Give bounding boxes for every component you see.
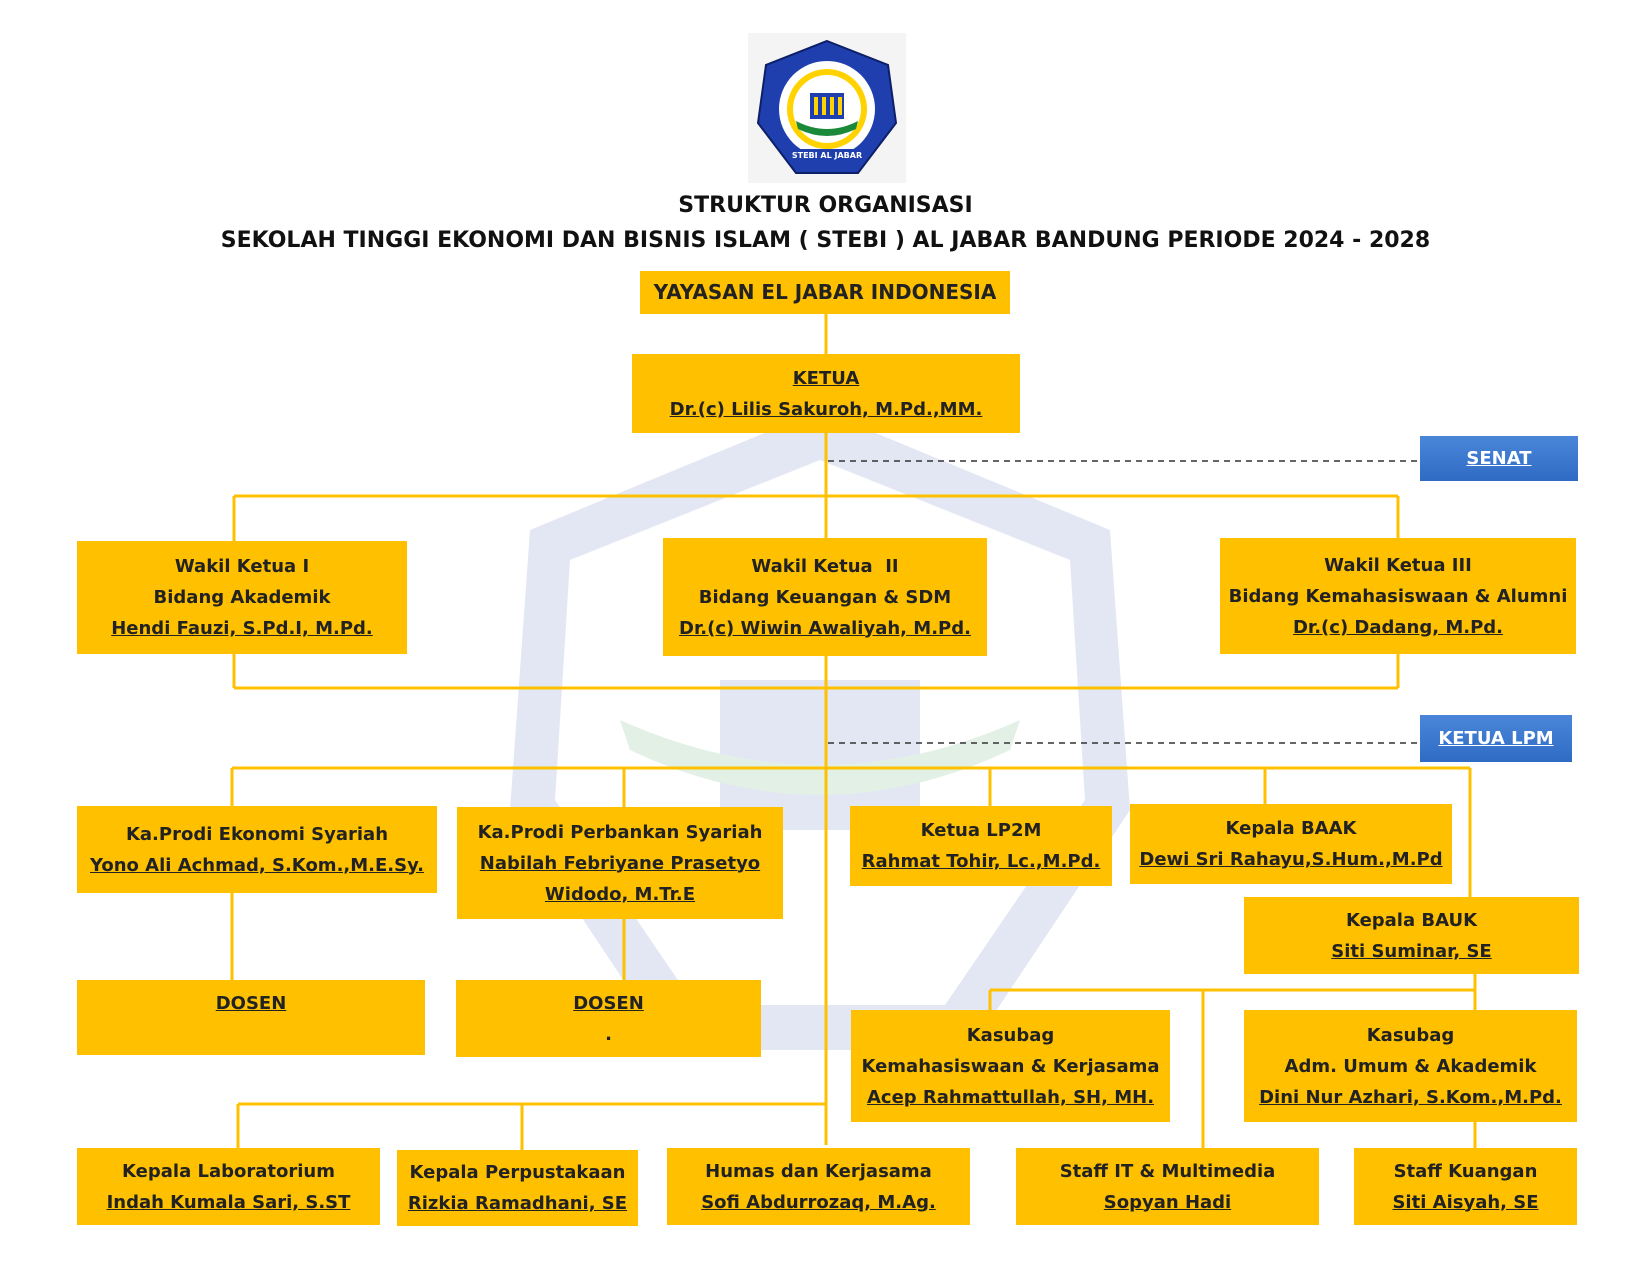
node-kepala-laboratorium: Kepala Laboratorium Indah Kumala Sari, S… xyxy=(77,1148,380,1225)
node-yayasan: YAYASAN EL JABAR INDONESIA xyxy=(640,271,1010,314)
staff-it-name: Sopyan Hadi xyxy=(1103,1191,1232,1213)
wk3-field: Bidang Kemahasiswaan & Alumni xyxy=(1228,585,1568,607)
prodi-es-name: Yono Ali Achmad, S.Kom.,M.E.Sy. xyxy=(89,854,425,876)
bauk-role: Kepala BAUK xyxy=(1345,909,1478,931)
kasubag1-role: Kasubag xyxy=(966,1024,1055,1046)
kasubag2-name: Dini Nur Azhari, S.Kom.,M.Pd. xyxy=(1259,1086,1562,1108)
bauk-name: Siti Suminar, SE xyxy=(1331,940,1492,962)
node-wakil-ketua-1: Wakil Ketua I Bidang Akademik Hendi Fauz… xyxy=(77,541,407,654)
staff-keu-role: Staff Kuangan xyxy=(1393,1160,1538,1182)
node-ketua-lp2m: Ketua LP2M Rahmat Tohir, Lc.,M.Pd. xyxy=(850,806,1112,886)
node-kasubag-adm-umum: Kasubag Adm. Umum & Akademik Dini Nur Az… xyxy=(1244,1010,1577,1122)
node-kepala-bauk: Kepala BAUK Siti Suminar, SE xyxy=(1244,897,1579,974)
wk2-name: Dr.(c) Wiwin Awaliyah, M.Pd. xyxy=(679,617,971,639)
node-dosen-1: DOSEN xyxy=(77,980,425,1055)
baak-role: Kepala BAAK xyxy=(1225,818,1357,839)
kasubag1-name: Acep Rahmattullah, SH, MH. xyxy=(866,1086,1155,1108)
node-humas: Humas dan Kerjasama Sofi Abdurrozaq, M.A… xyxy=(667,1148,970,1225)
kasubag2-role: Kasubag xyxy=(1366,1024,1455,1046)
prodi-ps-name-1: Nabilah Febriyane Prasetyo xyxy=(479,852,761,874)
ketua-role: KETUA xyxy=(792,367,860,389)
node-wakil-ketua-3: Wakil Ketua III Bidang Kemahasiswaan & A… xyxy=(1220,538,1576,654)
kasubag1-field: Kemahasiswaan & Kerjasama xyxy=(861,1055,1160,1077)
staff-it-role: Staff IT & Multimedia xyxy=(1059,1160,1276,1182)
node-ketua-lpm: KETUA LPM xyxy=(1420,715,1572,762)
yayasan-label: YAYASAN EL JABAR INDONESIA xyxy=(653,280,997,304)
staff-keu-name: Siti Aisyah, SE xyxy=(1392,1191,1539,1213)
node-kepala-perpustakaan: Kepala Perpustakaan Rizkia Ramadhani, SE xyxy=(397,1150,638,1226)
stebi-logo: STEBI AL JABAR xyxy=(748,33,906,183)
ketua-name: Dr.(c) Lilis Sakuroh, M.Pd.,MM. xyxy=(669,398,983,420)
chart-title: STRUKTUR ORGANISASI xyxy=(678,193,973,218)
node-dosen-2: DOSEN . xyxy=(456,980,761,1057)
chart-subtitle: SEKOLAH TINGGI EKONOMI DAN BISNIS ISLAM … xyxy=(220,228,1431,253)
node-kaprodi-ekonomi-syariah: Ka.Prodi Ekonomi Syariah Yono Ali Achmad… xyxy=(77,806,437,893)
humas-role: Humas dan Kerjasama xyxy=(705,1160,932,1182)
prodi-ps-role: Ka.Prodi Perbankan Syariah xyxy=(477,821,763,843)
node-wakil-ketua-2: Wakil Ketua II Bidang Keuangan & SDM Dr.… xyxy=(663,538,987,656)
node-kasubag-kemahasiswaan: Kasubag Kemahasiswaan & Kerjasama Acep R… xyxy=(851,1010,1170,1122)
perpus-role: Kepala Perpustakaan xyxy=(409,1162,626,1183)
wk1-role: Wakil Ketua I xyxy=(174,556,310,577)
lab-name: Indah Kumala Sari, S.ST xyxy=(106,1191,351,1213)
node-kepala-baak: Kepala BAAK Dewi Sri Rahayu,S.Hum.,M.Pd xyxy=(1130,804,1452,884)
dosen1-label: DOSEN xyxy=(215,993,287,1014)
wk1-name: Hendi Fauzi, S.Pd.I, M.Pd. xyxy=(111,618,373,639)
dosen2-sub: . xyxy=(605,1024,612,1045)
wk3-role: Wakil Ketua III xyxy=(1324,554,1472,576)
node-kaprodi-perbankan-syariah: Ka.Prodi Perbankan Syariah Nabilah Febri… xyxy=(457,807,783,919)
dosen2-label: DOSEN xyxy=(573,993,644,1014)
prodi-ps-name-2: Widodo, M.Tr.E xyxy=(544,883,696,905)
perpus-name: Rizkia Ramadhani, SE xyxy=(407,1193,628,1214)
lab-role: Kepala Laboratorium xyxy=(122,1160,335,1182)
wk1-field: Bidang Akademik xyxy=(153,587,331,608)
kasubag2-field: Adm. Umum & Akademik xyxy=(1284,1055,1537,1077)
humas-name: Sofi Abdurrozaq, M.Ag. xyxy=(701,1191,936,1213)
senat-label: SENAT xyxy=(1466,448,1532,469)
node-senat: SENAT xyxy=(1420,436,1578,481)
node-staff-keuangan: Staff Kuangan Siti Aisyah, SE xyxy=(1354,1148,1577,1225)
lp2m-name: Rahmat Tohir, Lc.,M.Pd. xyxy=(861,851,1101,872)
lp2m-role: Ketua LP2M xyxy=(920,820,1042,841)
wk3-name: Dr.(c) Dadang, M.Pd. xyxy=(1292,616,1504,638)
wk2-role: Wakil Ketua II xyxy=(751,555,899,577)
lpm-label: KETUA LPM xyxy=(1438,728,1554,749)
wk2-field: Bidang Keuangan & SDM xyxy=(698,586,952,608)
node-ketua: KETUA Dr.(c) Lilis Sakuroh, M.Pd.,MM. xyxy=(632,354,1020,433)
prodi-es-role: Ka.Prodi Ekonomi Syariah xyxy=(125,823,389,845)
logo-banner-text: STEBI AL JABAR xyxy=(792,151,862,160)
node-staff-it: Staff IT & Multimedia Sopyan Hadi xyxy=(1016,1148,1319,1225)
baak-name: Dewi Sri Rahayu,S.Hum.,M.Pd xyxy=(1139,849,1443,870)
